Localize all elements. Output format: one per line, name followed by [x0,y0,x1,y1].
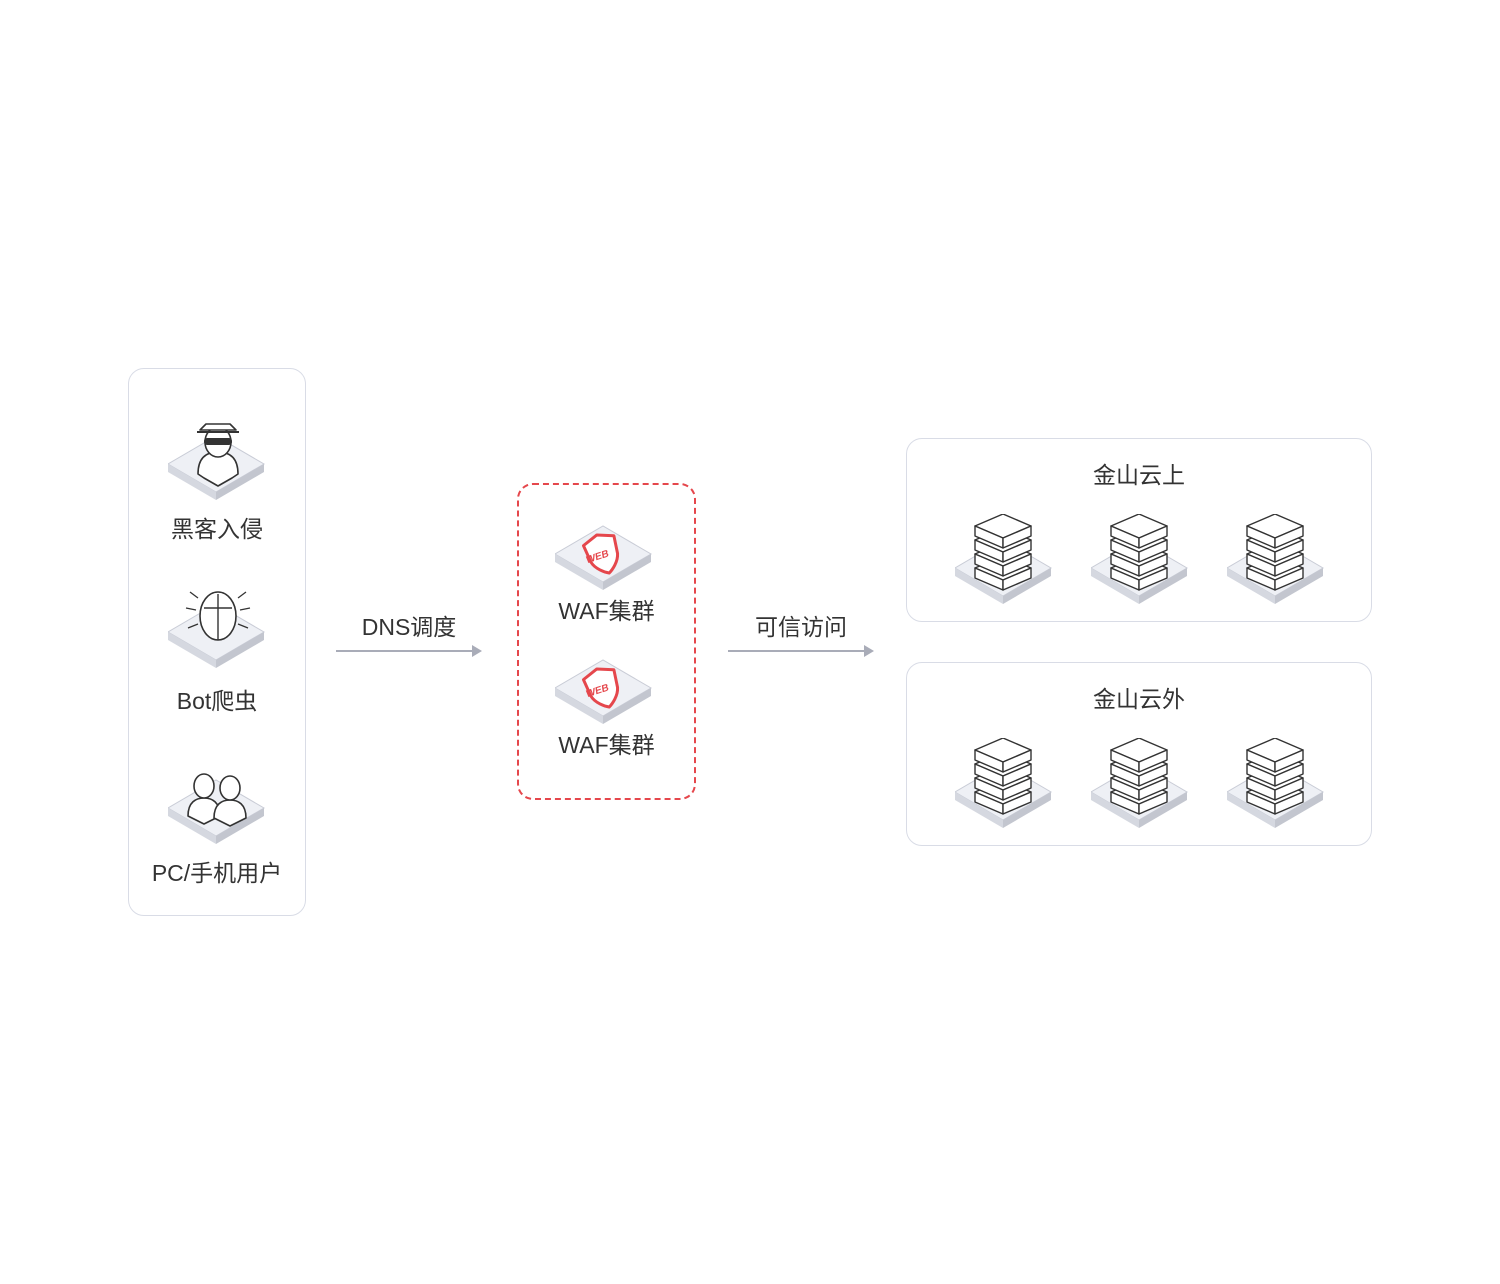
waf-shield-icon: WEB [555,525,652,591]
waf-cluster-panel [517,483,696,800]
server-stack-icon [1227,514,1324,605]
trusted-access-arrow [728,645,874,657]
target-title-2: 金山云外 [1093,686,1185,712]
dns-label: DNS调度 [361,614,457,640]
trusted-access-label: 可信访问 [755,614,847,640]
bot-icon [168,591,265,669]
server-stack-icon [1227,738,1324,829]
target-title-1: 金山云上 [1093,462,1185,488]
source-label-users: PC/手机用户 [151,860,283,886]
source-label-hacker: 黑客入侵 [171,516,263,542]
waf-label-1: WAF集群 [558,598,655,624]
source-label-bot: Bot爬虫 [176,688,258,714]
dns-arrow [336,645,482,657]
server-stack-icon [1091,514,1188,605]
hacker-icon [168,423,265,501]
server-stack-icon [955,738,1052,829]
users-icon [168,773,265,845]
server-stack-icon [1091,738,1188,829]
server-stack-icon [955,514,1052,605]
waf-label-2: WAF集群 [558,732,655,758]
waf-shield-icon: WEB [555,659,652,725]
